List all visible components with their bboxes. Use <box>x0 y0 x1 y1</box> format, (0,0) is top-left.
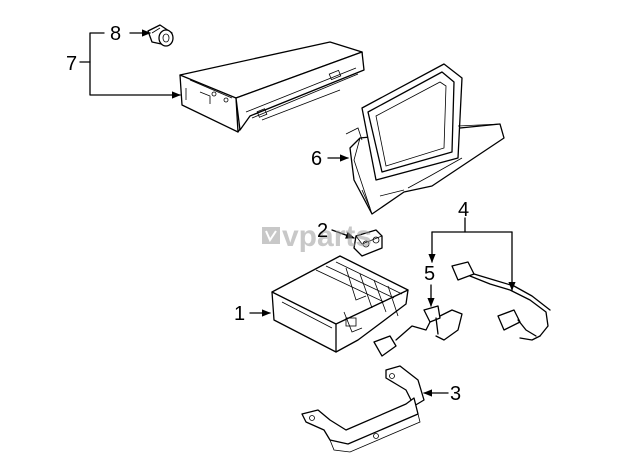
callout-1: 1 <box>234 303 245 325</box>
leader-lines <box>79 29 516 397</box>
watermark-text: vparts <box>282 220 372 253</box>
callout-4: 4 <box>458 199 469 221</box>
watermark-logo: vparts <box>262 220 372 253</box>
callout-3: 3 <box>450 383 461 405</box>
part-5-harness <box>373 305 463 357</box>
callout-7: 7 <box>66 53 77 75</box>
part-1-module <box>271 255 409 353</box>
callout-2: 2 <box>317 220 328 242</box>
part-6-display <box>345 63 505 215</box>
part-3-bracket <box>301 365 425 453</box>
callout-8: 8 <box>110 23 121 45</box>
callout-6: 6 <box>311 148 322 170</box>
part-4-harness <box>451 261 551 341</box>
part-8-bulb <box>147 24 174 47</box>
part-7-media-unit <box>179 41 365 133</box>
callout-5: 5 <box>424 263 435 285</box>
part-2-bracket <box>353 229 383 257</box>
